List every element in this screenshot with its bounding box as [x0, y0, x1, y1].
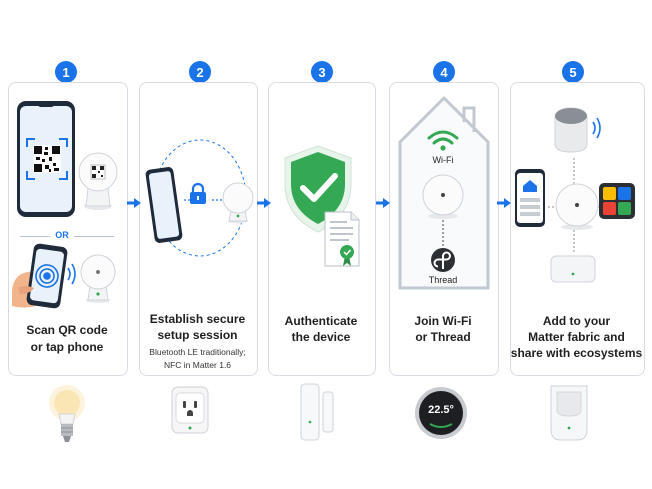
wifi-label: Wi-Fi — [432, 155, 454, 165]
step-3-title-line-2: the device — [291, 330, 351, 344]
step-4-title-line-1: Join Wi-Fi — [414, 314, 472, 328]
or-divider-line-right — [74, 236, 114, 237]
motion-sensor-icon — [550, 385, 588, 441]
speaker-icon — [554, 107, 601, 153]
step-5-title-line-3: share with ecosystems — [510, 346, 643, 360]
certificate-icon — [324, 211, 360, 267]
phone-icon — [515, 169, 545, 227]
step-2-subtitle-line-2: NFC in Matter 1.6 — [163, 360, 232, 370]
step-5-title-line-2: Matter fabric and — [528, 330, 625, 344]
door-sensor-icon — [300, 383, 334, 441]
wifi-icon — [427, 130, 459, 151]
qr-code-icon — [26, 138, 68, 180]
arrow-right-icon — [257, 198, 271, 208]
lock-icon — [190, 182, 206, 204]
thread-label: Thread — [428, 275, 458, 285]
shield-check-icon — [284, 145, 352, 233]
thermostat-reading: 22.5° — [428, 404, 454, 416]
arrow-right-icon — [497, 198, 511, 208]
step-5-badge: 5 — [562, 61, 584, 83]
sensor-puck-icon — [80, 254, 116, 303]
smart-plug-icon — [171, 386, 209, 434]
bulb-icon — [49, 385, 85, 442]
step-3-badge: 3 — [311, 61, 333, 83]
step-4-badge: 4 — [433, 61, 455, 83]
step-2-badge: 2 — [189, 61, 211, 83]
step-2-subtitle-line-1: Bluetooth LE traditionally; — [149, 347, 246, 357]
phone-icon — [145, 167, 183, 243]
or-divider-line-left — [20, 236, 50, 237]
display-hub-icon — [599, 183, 635, 219]
arrow-right-icon — [127, 198, 141, 208]
sensor-puck-icon — [422, 174, 464, 219]
step-2-title-line-1: Establish secure — [149, 312, 246, 326]
hand-phone-nfc-icon — [12, 243, 76, 309]
step-1-title-line-2: or tap phone — [30, 340, 104, 354]
or-divider-label: OR — [55, 230, 69, 240]
connection-line — [442, 220, 444, 246]
thermostat-icon — [415, 387, 467, 439]
step-4-title-line-2: or Thread — [415, 330, 471, 344]
step-2-title-line-2: setup session — [157, 328, 238, 342]
step-5-title-line-1: Add to your — [542, 314, 611, 328]
step-1-title-line-1: Scan QR code — [26, 323, 108, 337]
hub-icon — [555, 183, 599, 230]
thread-icon — [431, 248, 455, 272]
step-3-title-line-1: Authenticate — [284, 314, 358, 328]
step-1-badge: 1 — [55, 61, 77, 83]
arrow-right-icon — [376, 198, 390, 208]
sensor-puck-icon — [222, 182, 254, 224]
hub-box-icon — [550, 255, 596, 283]
sensor-puck-icon — [78, 152, 118, 210]
